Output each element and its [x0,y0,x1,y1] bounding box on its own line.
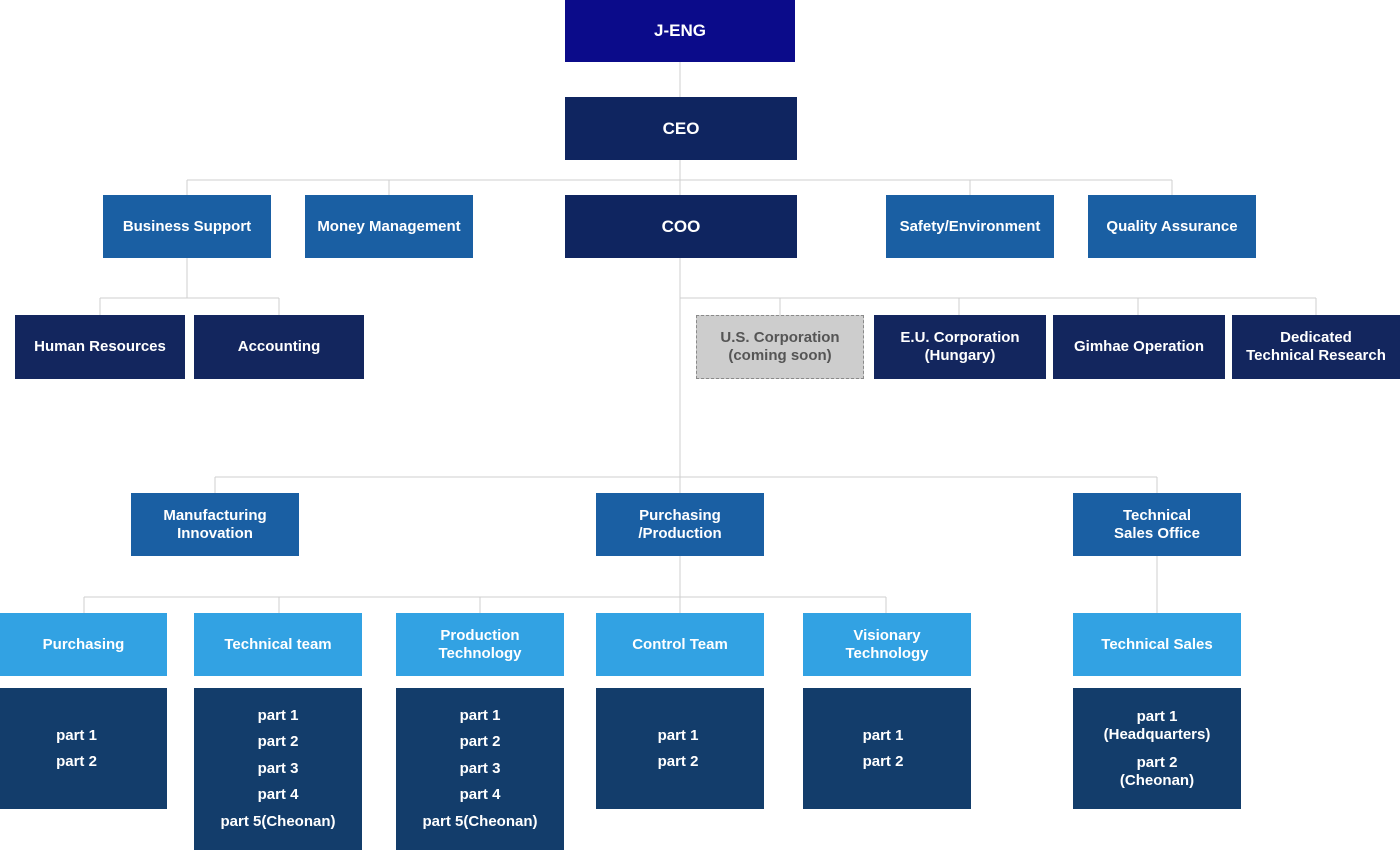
part-label: part 4 [257,786,299,804]
quality-assurance-box: Quality Assurance [1088,195,1256,258]
part-label: part 1 [657,726,699,744]
parts-technical-sales-box: part 1 (Headquarters) part 2 (Cheonan) [1073,688,1241,809]
team-technical-box: Technical team [194,613,362,676]
technical-sales-office-box: Technical Sales Office [1073,493,1241,556]
part-label: part 2 [257,733,299,751]
part-label: part 1 [257,706,299,724]
money-management-box: Money Management [305,195,473,258]
part-label: part 5(Cheonan) [220,812,336,830]
part-label: part 1 [56,726,97,744]
business-support-box: Business Support [103,195,271,258]
part-label: part 2 [657,752,699,770]
parts-production-technology-box: part 1 part 2 part 3 part 4 part 5(Cheon… [396,688,564,850]
manufacturing-innovation-box: Manufacturing Innovation [131,493,299,556]
part-label: part 2 [862,752,904,770]
part-label: part 2 (Cheonan) [1119,753,1195,789]
part-label: part 4 [459,786,501,804]
parts-purchasing-box: part 1 part 2 [0,688,167,809]
purchasing-production-box: Purchasing /Production [596,493,764,556]
parts-visionary-box: part 1 part 2 [803,688,971,809]
gimhae-operation-box: Gimhae Operation [1053,315,1225,379]
part-label: part 1 [862,726,904,744]
coo-box: COO [565,195,797,258]
ceo-box: CEO [565,97,797,160]
dedicated-research-box: Dedicated Technical Research [1232,315,1400,379]
team-production-technology-box: Production Technology [396,613,564,676]
team-technical-sales-box: Technical Sales [1073,613,1241,676]
parts-control-box: part 1 part 2 [596,688,764,809]
parts-technical-box: part 1 part 2 part 3 part 4 part 5(Cheon… [194,688,362,850]
part-label: part 3 [257,759,299,777]
part-label: part 3 [459,759,501,777]
us-corporation-box: U.S. Corporation (coming soon) [696,315,864,379]
part-label: part 5(Cheonan) [422,812,538,830]
company-box: J-ENG [565,0,795,62]
team-control-box: Control Team [596,613,764,676]
team-purchasing-box: Purchasing [0,613,167,676]
safety-environment-box: Safety/Environment [886,195,1054,258]
part-label: part 1 (Headquarters) [1103,707,1211,743]
part-label: part 1 [459,706,501,724]
accounting-box: Accounting [194,315,364,379]
eu-corporation-box: E.U. Corporation (Hungary) [874,315,1046,379]
human-resources-box: Human Resources [15,315,185,379]
team-visionary-technology-box: Visionary Technology [803,613,971,676]
part-label: part 2 [56,752,97,770]
part-label: part 2 [459,733,501,751]
